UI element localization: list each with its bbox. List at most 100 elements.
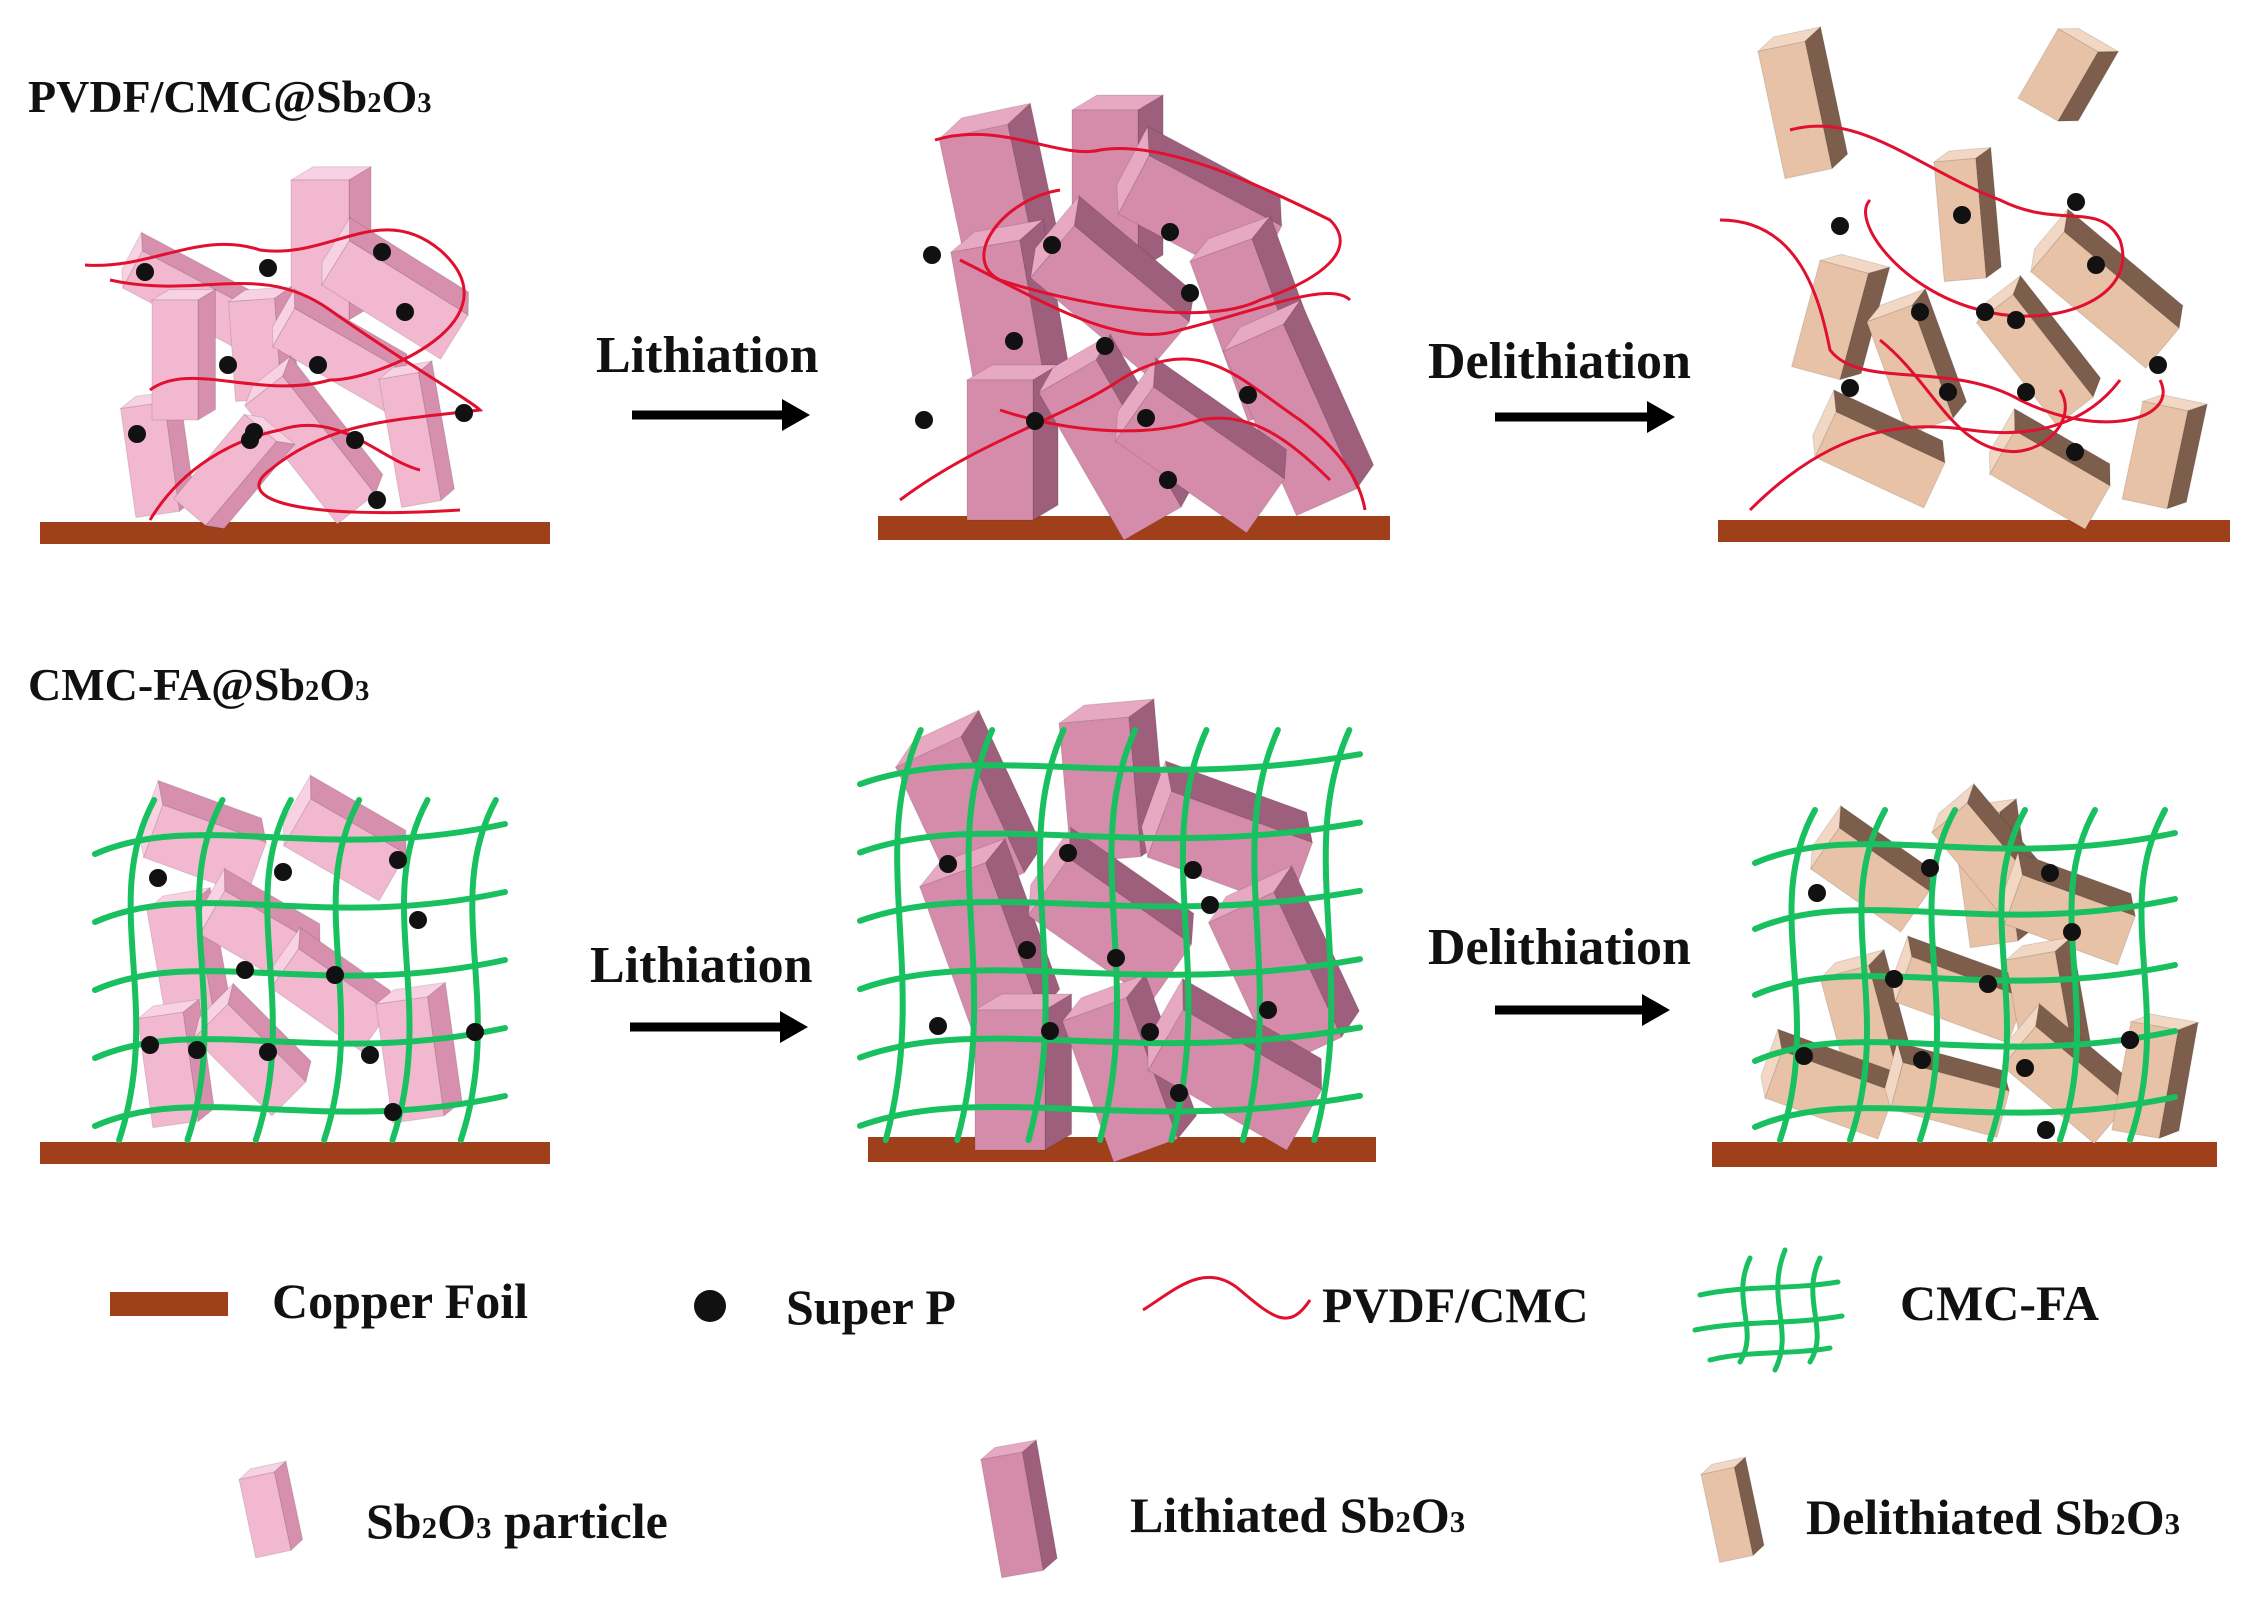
row1-panel2-super-p-10	[915, 411, 933, 429]
row2-lithiation-label: Lithiation	[590, 937, 813, 994]
legend-delithiated-block-face	[1700, 1466, 1754, 1564]
row1-panel2-binder-2	[959, 258, 1352, 336]
row1-panel2-binder-4	[999, 408, 1332, 482]
row2-lithiation-arrow-head	[780, 1011, 808, 1043]
row1-panel2-super-p-4	[1005, 332, 1023, 350]
row1-panel3-particle-0-face	[1757, 40, 1833, 180]
row2-panel2-particle-6	[973, 993, 1074, 1151]
row1-panel2-super-p-9	[1159, 471, 1177, 489]
row1-panel3-super-p-8	[1939, 383, 1957, 401]
row2-panel1-super-p-5	[326, 966, 344, 984]
row1-panel2-super-p-2	[1161, 223, 1179, 241]
row2-panel3-super-p-9	[2016, 1059, 2034, 1077]
row2-panel2-super-p-10	[1170, 1084, 1188, 1102]
row1-panel3-copper-foil	[1718, 520, 2230, 542]
row2-panel1-super-p-1	[274, 863, 292, 881]
row2-panel3-super-p-11	[2121, 1031, 2139, 1049]
row2-panel1-binder-v-0	[116, 797, 158, 1143]
legend-cmc-fa-v3	[1807, 1255, 1823, 1365]
legend-particle-label: Sb2O3 particle	[366, 1496, 668, 1546]
row1-panel3-super-p-1	[1953, 206, 1971, 224]
row1-lithiation-label: Lithiation	[596, 327, 819, 384]
row1-panel1-binder-3	[148, 423, 421, 521]
row2-panel2-super-p-1	[1059, 844, 1077, 862]
row1-panel3-super-p-10	[2066, 443, 2084, 461]
row1-delithiation-arrow-head	[1647, 401, 1675, 433]
row2-panel2-binder-h-0	[857, 751, 1363, 788]
legend-particle-sub1: 2	[421, 1510, 438, 1545]
row1-delithiation-arrow	[1495, 401, 1675, 433]
row1-panel2-super-p-1	[1043, 236, 1061, 254]
row2-panel1-super-p-2	[389, 851, 407, 869]
row1-panel3-super-p-9	[2017, 383, 2035, 401]
legend-super-p-label: Super P	[786, 1279, 956, 1335]
row1-panel3-binder-4	[1879, 338, 2067, 453]
row2-panel3-particle-9	[2001, 1002, 2132, 1145]
row2-panel1-super-p-7	[259, 1043, 277, 1061]
row2-panel1-super-p-6	[188, 1041, 206, 1059]
row1-panel3-super-p-7	[1841, 379, 1859, 397]
row1-panel3-super-p-5	[1976, 303, 1994, 321]
row1-panel2-super-p-6	[1239, 386, 1257, 404]
row1-panel2-particle-7	[965, 364, 1060, 521]
legend-delithiated-block	[1699, 1456, 1765, 1564]
row2-delithiation-label: Delithiation	[1428, 919, 1691, 976]
row2-panel2-binder-v-2	[1025, 727, 1067, 1143]
row2-panel2-binder-h-1	[857, 819, 1363, 856]
row1-panel1-super-p-2	[373, 243, 391, 261]
row2-title-sub2: 3	[355, 676, 370, 707]
row1-title-text: PVDF/CMC@Sb	[28, 71, 368, 122]
row2-panel1-super-p-0	[149, 869, 167, 887]
row2-panel3-super-p-4	[1885, 970, 1903, 988]
row1-panel2-super-p-0	[923, 246, 941, 264]
row1-panel1-super-p-3	[396, 303, 414, 321]
legend-particle-block	[237, 1460, 304, 1559]
row2-panel1-copper-foil	[40, 1142, 550, 1164]
row2-panel2-super-p-4	[1018, 941, 1036, 959]
row2-panel2-binder-h-2	[857, 887, 1363, 924]
legend-cmc-fa-swatch	[1692, 1247, 1845, 1373]
row2-panel1-particle-1-face	[283, 798, 407, 902]
row1-panel1-particle-4-side	[197, 288, 216, 421]
row1-panel1-particle-7	[243, 354, 384, 525]
row1-panel2-super-p-7	[1026, 412, 1044, 430]
legend-particle-sub2: 3	[476, 1510, 492, 1545]
row1-panel1-particle-9-face	[378, 371, 442, 509]
row1-panel3-particle-1-face	[2017, 28, 2099, 122]
row1-panel3-particle-7	[1812, 388, 1946, 509]
row1-delithiation-label: Delithiation	[1428, 333, 1691, 390]
row2-panel1-particle-2	[145, 886, 230, 1019]
legend-cmc-fa-h1	[1697, 1279, 1841, 1298]
row2-panel3-binder-v-4	[2057, 807, 2098, 1143]
row2-title-sub1: 2	[305, 676, 320, 707]
row1-panel1-super-p-7	[346, 431, 364, 449]
row2-panel3-super-p-7	[1795, 1047, 1813, 1065]
row2-panel2-binder-v-1	[954, 727, 996, 1143]
row2-panel2-super-p-5	[1107, 949, 1125, 967]
row2-panel1-particle-1	[282, 773, 407, 902]
row1-panel3-super-p-6	[2007, 311, 2025, 329]
row2-panel3-particle-10	[2111, 1013, 2200, 1140]
row1-panel1-super-p-4	[219, 356, 237, 374]
row1-panel1-super-p-10	[368, 491, 386, 509]
row2-panel1-binder-v-2	[252, 797, 294, 1143]
row1-panel3-particle-4	[2030, 207, 2184, 369]
row2-panel1-super-p-9	[384, 1103, 402, 1121]
row1-panel2-binder-3	[899, 357, 1367, 511]
legend-particle-block-face	[238, 1471, 292, 1559]
row2-title-mid: O	[319, 659, 356, 710]
row2-panel1-binder-v-5	[457, 797, 499, 1143]
row1-panel3-particle-0	[1756, 25, 1849, 180]
legend-lithiated-sub1: 2	[1395, 1504, 1411, 1539]
row2-panel3-binder-v-1	[1847, 807, 1888, 1143]
legend-particle-post: particle	[491, 1493, 668, 1549]
row2-panel3-binder-v-2	[1917, 807, 1958, 1143]
legend-delithiated-mid: O	[2125, 1489, 2165, 1545]
row1-panel1-particle-4-face	[151, 299, 199, 421]
legend-lithiated-mid: O	[1410, 1487, 1450, 1543]
row1-panel3-binder-3	[1748, 379, 2122, 512]
row2-panel2-binder-v-4	[1168, 727, 1210, 1143]
legend-delithiated-label: Delithiated Sb2O3	[1806, 1492, 2180, 1542]
